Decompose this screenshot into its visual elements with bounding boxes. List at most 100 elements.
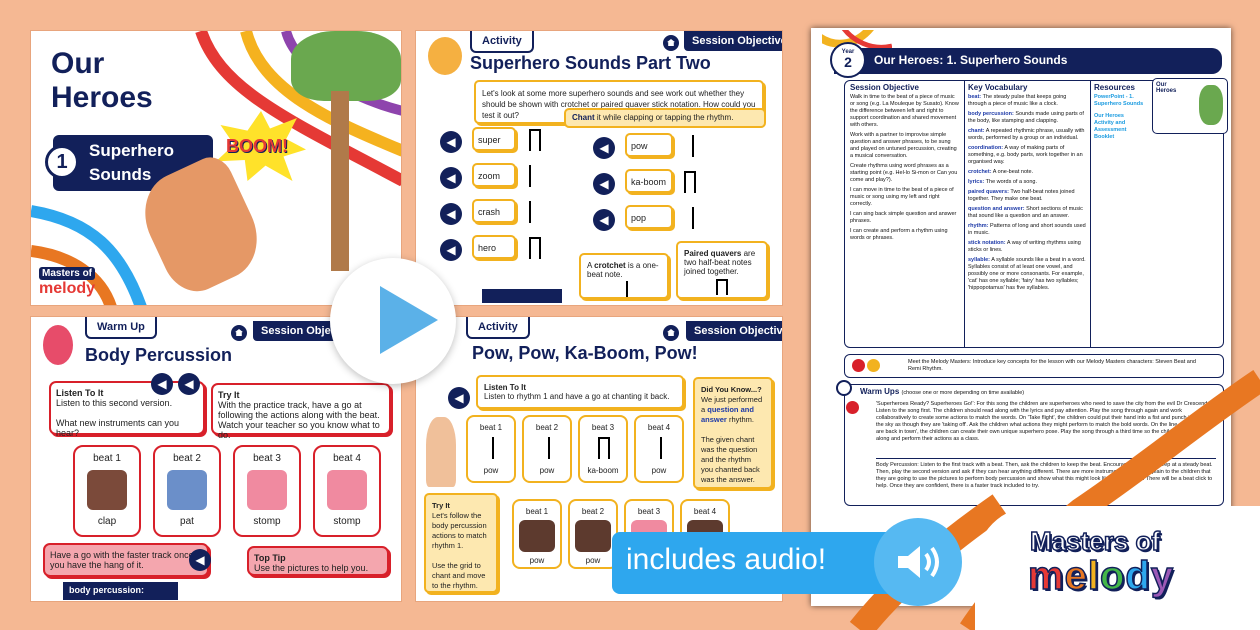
beat-label: beat 4 [693, 507, 717, 516]
lesson-number-badge: 1 [45, 145, 79, 179]
tree-illustration [291, 31, 401, 101]
red-bird-illustration [43, 325, 73, 365]
vocab-term: chant: [968, 128, 985, 134]
slide-title: Superhero Sounds Part Two [470, 53, 711, 73]
home-icon[interactable] [663, 35, 679, 51]
intro-text: Let's look at some more superhero sounds… [482, 89, 756, 120]
action-picture [167, 470, 207, 510]
rhythm-word: ka-boom [587, 466, 619, 475]
thumb-title-1: Our [1156, 82, 1167, 88]
session-objective-button[interactable]: Session Objective [686, 321, 782, 341]
logo-melody: melody [39, 280, 96, 297]
vocab-entry: syllable: A syllable sounds like a beat … [968, 257, 1086, 292]
slide-superhero-sounds[interactable]: Activity Session Objective Superhero Sou… [415, 30, 783, 306]
vocab-term: lyrics: [968, 179, 985, 185]
objective-paragraph: Walk in time to the beat of a piece of m… [850, 94, 959, 128]
tip-title: Top Tip [254, 553, 286, 563]
vocab-entry: rhythm: Patterns of long and short sound… [968, 223, 1086, 237]
action-picture [519, 520, 555, 552]
vocab-entry: stick notation: A way of writing rhythms… [968, 240, 1086, 254]
action-picture [575, 520, 611, 552]
try-box: Try It Let's follow the body percussion … [424, 493, 498, 593]
action-label: stomp [333, 516, 361, 527]
logo-letter: e [1064, 553, 1088, 599]
try-box: Try It With the practice track, have a g… [211, 383, 391, 440]
speaker-icon[interactable]: ◀ [178, 373, 200, 395]
play-button[interactable] [330, 258, 456, 384]
try-title: Try It [218, 390, 240, 400]
vocab-definition: The words of a song. [984, 179, 1038, 185]
listen-line-2: What new instruments can you hear? [56, 418, 180, 438]
dyk-title: Did You Know...? [701, 385, 762, 394]
year-number: 2 [844, 54, 852, 70]
vocab-definition: Short sections of music that sound like … [968, 206, 1083, 219]
slide-body-percussion[interactable]: Warm Up Session Objective Body Percussio… [30, 316, 402, 602]
logo-masters: Masters of [39, 267, 96, 280]
thumb-tree [1199, 85, 1223, 125]
footer-label: body percussion: [63, 582, 178, 600]
rhythm-word: pow [651, 466, 667, 475]
top-tip-box: Top Tip Use the pictures to help you. [247, 546, 389, 576]
beat-label: beat 2 [581, 507, 605, 516]
logo-letter: l [1087, 553, 1100, 599]
lesson-name-1: Superhero [89, 141, 175, 160]
speaker-icon[interactable]: ◀ [440, 167, 462, 189]
slide-title[interactable]: Our Heroes 1 Superhero Sounds BOOM! Mast… [30, 30, 402, 306]
crotchet-pre: A [587, 261, 595, 270]
vocab-entry: chant: A repeated rhythmic phrase, usual… [968, 128, 1086, 142]
home-icon[interactable] [231, 325, 247, 341]
crotchet-word: crotchet [594, 261, 626, 270]
speaker-icon[interactable]: ◀ [593, 209, 615, 231]
session-objective-button[interactable]: Session Objective [684, 31, 782, 51]
speaker-icon[interactable]: ◀ [440, 239, 462, 261]
logo-letter: m [1027, 553, 1065, 599]
vocab-entry: crotchet: A one-beat note. [968, 169, 1086, 176]
dyk-text-2: The given chant was the question and the… [701, 435, 760, 484]
speaker-icon[interactable]: ◀ [440, 203, 462, 225]
home-icon[interactable] [663, 325, 679, 341]
vocab-term: body percussion: [968, 111, 1014, 117]
speaker-icon[interactable]: ◀ [593, 173, 615, 195]
girl-illustration [426, 417, 456, 487]
document-title: Our Heroes: 1. Superhero Sounds [874, 53, 1068, 67]
slide-title: Body Percussion [85, 345, 233, 365]
vocab-entry: lyrics: The words of a song. [968, 179, 1086, 186]
vocab-definition: Patterns of long and short sounds used i… [968, 223, 1086, 236]
vocab-term: paired quavers: [968, 189, 1009, 195]
vocab-term: rhythm: [968, 223, 989, 229]
slide-thumbnail[interactable]: Our Heroes [1152, 78, 1228, 134]
logo-letter: y [1150, 553, 1175, 599]
vocab-entry: paired quavers: Two half-beat notes join… [968, 189, 1086, 203]
speaker-icon[interactable]: ◀ [440, 131, 462, 153]
slide-pow-pow[interactable]: Activity Session Objective Pow, Pow, Ka-… [415, 316, 783, 602]
speaker-icon[interactable]: ◀ [151, 373, 173, 395]
speaker-icon[interactable]: ◀ [189, 549, 211, 571]
speaker-icon[interactable]: ◀ [593, 137, 615, 159]
beat-label: beat 4 [333, 453, 361, 464]
title-line-2: Heroes [51, 81, 153, 114]
title-line-1: Our [51, 47, 105, 80]
brand-logo-melody: melody [1027, 553, 1175, 599]
thumb-title-2: Heroes [1156, 88, 1177, 94]
beat-label: beat 3 [591, 423, 615, 432]
faster-text: Have a go with the faster track once you… [50, 550, 194, 570]
resource-link[interactable]: PowerPoint - 1. Superhero Sounds [1094, 94, 1144, 107]
vocab-definition: Sounds made using parts of the body, lik… [968, 111, 1084, 124]
rhythm-word: pow [539, 466, 555, 475]
warmup-tag: Warm Up [85, 317, 157, 339]
footer-bar [482, 289, 562, 303]
speaker-icon[interactable]: ◀ [448, 387, 470, 409]
objective-column: Session Objective Walk in time to the be… [850, 84, 960, 245]
beat-label: beat 1 [525, 507, 549, 516]
paired-quaver-icon [684, 171, 696, 193]
speaker-circle[interactable] [874, 518, 962, 606]
try-text-1: Let's follow the body percussion actions… [432, 511, 487, 550]
lesson-name-2: Sounds [89, 165, 152, 184]
resources-heading: Resources [1094, 83, 1135, 92]
resource-link[interactable]: Our Heroes Activity and Assessment Bookl… [1094, 113, 1127, 140]
warmup-body-percussion-text: Body Percussion: Listen to the first tra… [876, 458, 1216, 490]
vocab-entry: body percussion: Sounds made using parts… [968, 111, 1086, 125]
